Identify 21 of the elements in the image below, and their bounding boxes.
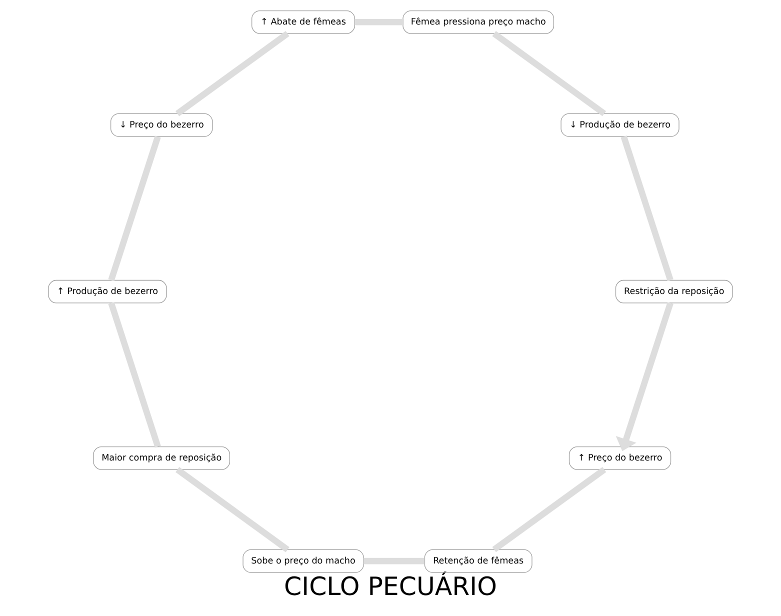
connector [108,302,161,448]
connector [176,467,290,552]
node-box: Sobe o preço do macho [242,549,364,573]
node-box: Maior compra de reposição [93,446,230,470]
node-box: ↑ Preço do bezerro [568,446,672,470]
node-box: Restrição da reposição [615,280,733,304]
connector [108,136,161,282]
node-box: Fêmea pressiona preço macho [402,10,554,34]
connector [492,466,606,552]
node-box: Retenção de fêmeas [424,549,532,573]
connector [175,31,290,116]
diagram-title: CICLO PECUÁRIO [284,572,497,602]
node-box: ↑ Abate de fêmeas [252,10,355,34]
node-box: ↑ Produção de bezerro [48,280,167,304]
connector [620,136,674,282]
connector [364,558,425,564]
arrow [616,302,674,452]
node-box: ↓ Produção de bezerro [560,113,680,137]
connector [354,19,403,26]
connector [492,31,606,116]
node-box: ↓ Preço do bezerro [110,113,213,137]
